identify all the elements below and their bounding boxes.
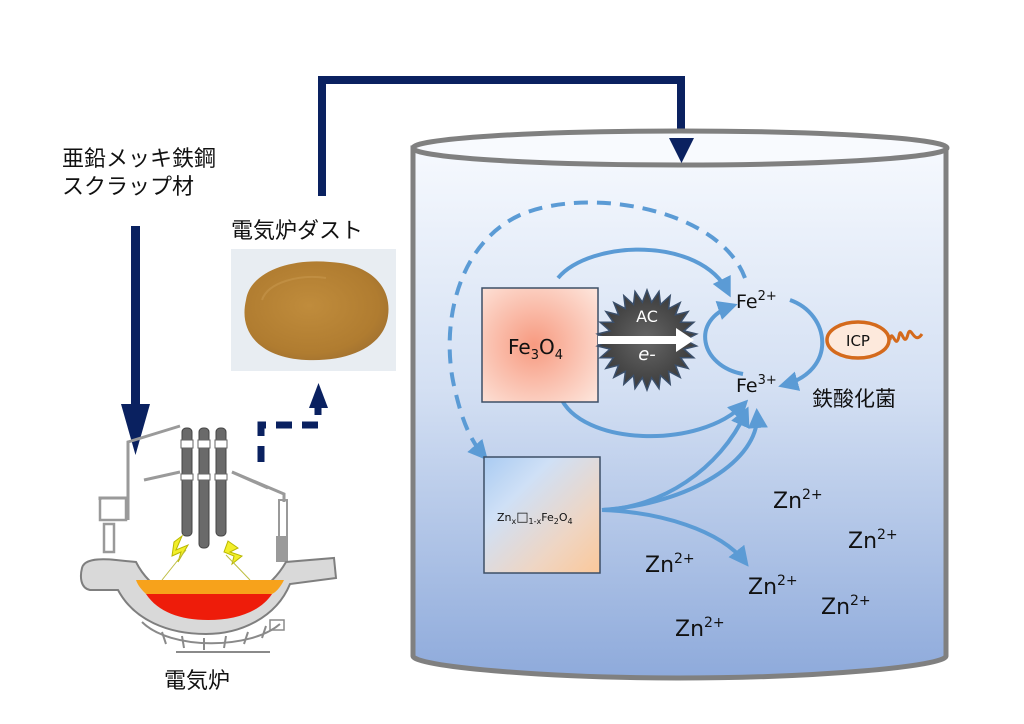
dust-pile-photo: [231, 249, 396, 371]
magnetite-box: Fe3O4: [481, 287, 599, 403]
zn-ion: Zn2+: [645, 551, 695, 578]
zinc-ions: Zn2+ Zn2+ Zn2+ Zn2+ Zn2+ Zn2+: [645, 487, 898, 642]
arrow-fe3o4-to-fe2: [556, 247, 731, 298]
icp-label: ICP: [846, 332, 870, 350]
zn-ion: Zn2+: [748, 573, 798, 600]
iron-oxidizing-bacterium: ICP: [825, 320, 924, 360]
zn-ion: Zn2+: [821, 593, 871, 620]
bacteria-label: 鉄酸化菌: [812, 387, 896, 411]
electron-transfer-arrow: [598, 328, 694, 352]
electric-arc-furnace-icon: [80, 424, 338, 653]
magnetite-formula: Fe3O4: [508, 335, 563, 363]
zn-ion: Zn2+: [773, 487, 823, 514]
dust-label: 電気炉ダスト: [231, 219, 363, 244]
zn-ion: Zn2+: [848, 527, 898, 554]
arrow-zinc-ferrite-to-fe3-b: [601, 408, 768, 512]
scrap-label-line1: 亜鉛メッキ鉄鋼: [62, 147, 216, 172]
activated-carbon-mediator: AC e-: [595, 287, 699, 393]
fe2-ion: Fe2+: [736, 289, 777, 313]
zinc-ferrite-box: Znx□1-xFe2O4: [483, 456, 601, 574]
zn-ion: Zn2+: [675, 615, 725, 642]
reaction-arrows: [447, 200, 825, 567]
fe3-ion: Fe3+: [736, 373, 777, 397]
arrow-cycle-oxidation: [778, 298, 825, 391]
arrow-zinc-ferrite-to-zn: [601, 508, 749, 567]
flow-arrow-head-into-reactor: [669, 138, 694, 163]
furnace-label: 電気炉: [164, 669, 230, 694]
arrow-fe3o4-to-fe3: [558, 395, 749, 438]
arrow-cycle-reduction: [703, 300, 744, 376]
flow-arrow-scrap-to-furnace: [121, 226, 150, 455]
bacterium-cell-icon: [825, 320, 891, 360]
scrap-label-line2: スクラップ材: [62, 175, 194, 200]
electron-label: e-: [638, 344, 656, 365]
dashed-flow-arrow-furnace-to-dust: [257, 383, 328, 462]
zinc-ferrite-formula: Znx□1-xFe2O4: [497, 510, 573, 526]
flagellum-icon: [888, 329, 924, 343]
ac-label: AC: [636, 307, 658, 326]
dashed-arrow-fe2-to-zinc-ferrite: [447, 200, 747, 461]
